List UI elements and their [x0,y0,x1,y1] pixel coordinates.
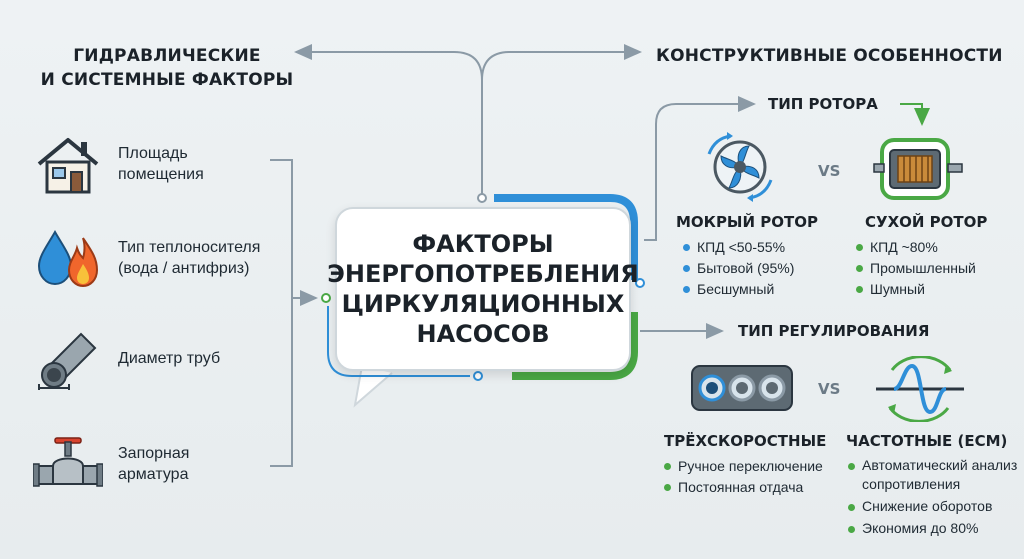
valve-icon [32,428,104,500]
hydraulic-factors-heading: ГИДРАВЛИЧЕСКИЕ И СИСТЕМНЫЕ ФАКТОРЫ [40,46,294,90]
factor-coolant-type: Тип теплоносителя(вода / антифриз) [32,222,288,294]
list-item: Ручное переключение [664,456,823,477]
house-icon [32,128,104,200]
list-item: Экономия до 80% [848,519,1018,538]
dry-rotor-features: КПД ~80% Промышленный Шумный [856,237,976,300]
factor-pipe-diameter: Диаметр труб [32,322,288,394]
rotor-type-heading: ТИП РОТОРА [768,95,878,113]
wet-rotor-title: МОКРЫЙ РОТОР [676,213,818,231]
rotor-vs-label: VS [818,162,841,180]
list-item: Автоматический анализ сопротивления [848,456,1018,494]
impeller-icon [697,130,783,209]
pipe-icon [32,322,104,394]
dry-rotor-title: СУХОЙ РОТОР [865,213,988,231]
list-item: Снижение оборотов [848,497,1018,516]
list-item: КПД ~80% [856,237,976,258]
frequency-ecm-title: ЧАСТОТНЫЕ (ECM) [846,432,1008,450]
list-item: Бесшумный [683,279,794,300]
list-item: Шумный [856,279,976,300]
regulation-type-heading: ТИП РЕГУЛИРОВАНИЯ [738,322,930,340]
speed-switch-icon [690,364,794,417]
central-topic-title: ФАКТОРЫ ЭНЕРГОПОТРЕБЛЕНИЯ ЦИРКУЛЯЦИОННЫХ… [327,230,639,348]
list-item: Промышленный [856,258,976,279]
three-speed-title: ТРЁХСКОРОСТНЫЕ [664,432,827,450]
motor-icon [872,134,964,209]
three-speed-features: Ручное переключение Постоянная отдача [664,456,823,498]
frequency-ecm-features: Автоматический анализ сопротивления Сниж… [848,456,1018,538]
central-topic-card: ФАКТОРЫ ЭНЕРГОПОТРЕБЛЕНИЯ ЦИРКУЛЯЦИОННЫХ… [327,207,639,371]
list-item: Бытовой (95%) [683,258,794,279]
list-item: КПД <50-55% [683,237,794,258]
water-fire-icon [32,222,104,294]
regulation-vs-label: VS [818,380,841,398]
design-features-heading: КОНСТРУКТИВНЫЕ ОСОБЕННОСТИ [656,46,1003,66]
wet-rotor-features: КПД <50-55% Бытовой (95%) Бесшумный [683,237,794,300]
waveform-icon [872,355,968,427]
list-item: Постоянная отдача [664,477,823,498]
